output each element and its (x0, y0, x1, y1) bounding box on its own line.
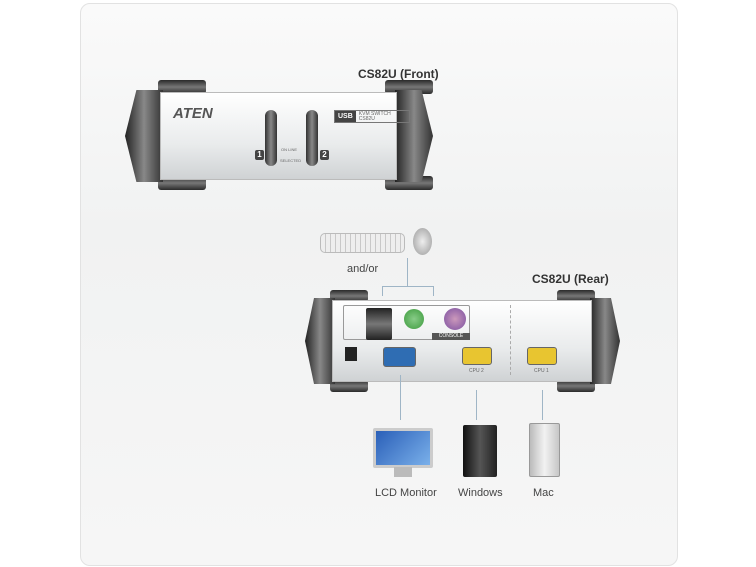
lcd-monitor-icon (373, 428, 433, 468)
front-title: CS82U (Front) (358, 67, 439, 81)
mouse-icon (413, 228, 432, 255)
rear-foot (330, 290, 368, 302)
console-group (343, 305, 470, 340)
kvm-label: KVM SWITCH (358, 111, 391, 117)
mac-cable (542, 390, 543, 420)
keyboard-icon (320, 233, 405, 253)
rear-foot (557, 290, 595, 302)
front-panel (160, 92, 397, 180)
lcd-monitor-label: LCD Monitor (375, 487, 437, 499)
mac-pc-icon (529, 423, 560, 477)
windows-pc-icon (463, 425, 497, 477)
usb-ports (366, 308, 392, 340)
and-or-label: and/or (347, 263, 379, 275)
cpu1-vga-port (527, 347, 557, 365)
windows-cable (476, 390, 477, 420)
connector-line (382, 286, 383, 296)
ps2-keyboard-port (444, 308, 466, 330)
port-1-button[interactable] (265, 110, 277, 166)
console-label: CONSOLE (432, 333, 470, 340)
cpu1-label: CPU 1 (534, 368, 549, 374)
port-2-button[interactable] (306, 110, 318, 166)
mac-label: Mac (533, 487, 554, 499)
front-foot (158, 80, 206, 94)
model-label: CS82U (358, 116, 375, 122)
cpu2-label: CPU 2 (469, 368, 484, 374)
connector-line (382, 286, 434, 287)
connector-line (407, 258, 408, 286)
cpu2-vga-port (462, 347, 492, 365)
rear-foot (557, 380, 595, 392)
monitor-stand (394, 467, 412, 477)
console-vga-port (383, 347, 416, 367)
power-jack (345, 347, 357, 361)
monitor-cable (400, 375, 401, 420)
port-2-number: 2 (320, 150, 329, 160)
ps2-mouse-port (404, 309, 424, 329)
rear-title: CS82U (Rear) (532, 272, 609, 286)
rear-foot (330, 380, 368, 392)
connector-line (433, 286, 434, 296)
usb-label: USB (335, 111, 356, 122)
aten-logo: ATEN (173, 105, 213, 122)
divider (510, 305, 511, 375)
selected-label: SELECTED (280, 158, 302, 163)
windows-label: Windows (458, 487, 503, 499)
port-1-number: 1 (255, 150, 264, 160)
online-label: ON LINE (281, 147, 298, 152)
